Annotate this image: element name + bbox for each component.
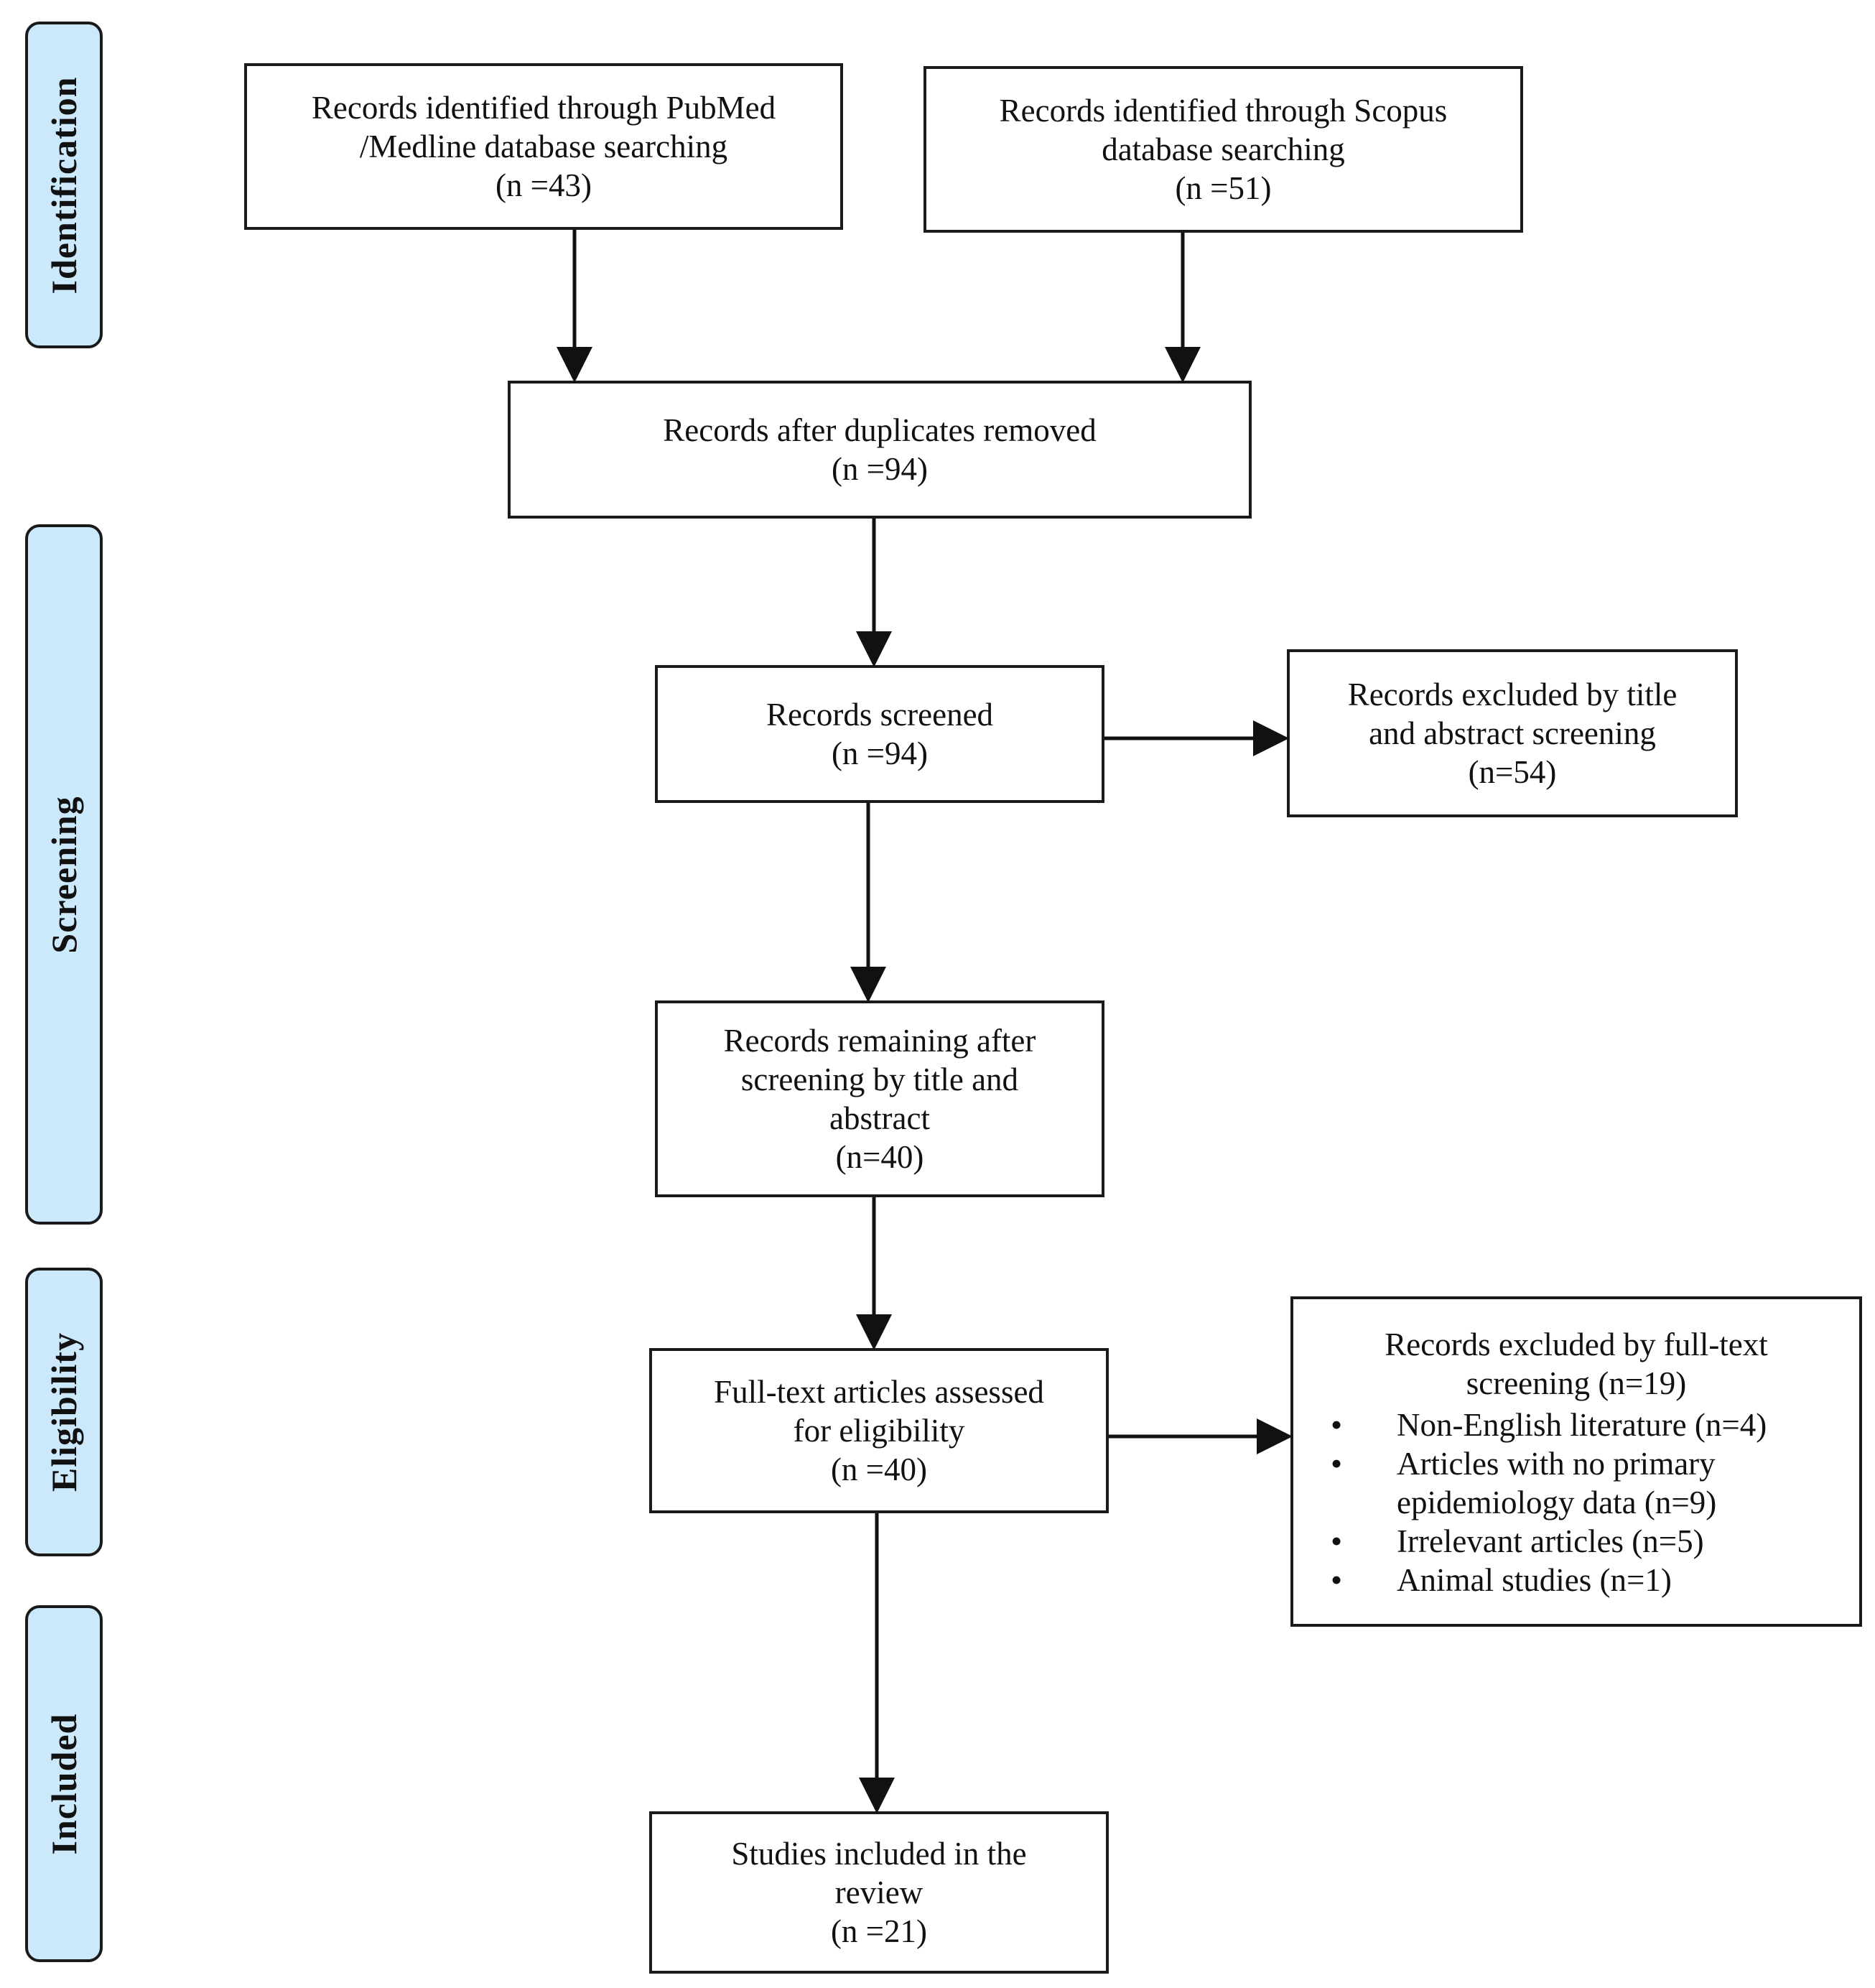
phase-identification: Identification: [25, 22, 103, 348]
phase-screening: Screening: [25, 524, 103, 1225]
duplicates-count: (n =94): [831, 451, 929, 487]
exclusion-reason-text: Animal studies (n=1): [1397, 1562, 1672, 1598]
screened-line1: Records screened: [766, 697, 994, 733]
pubmed-records-box: Records identified through PubMed /Medli…: [244, 63, 843, 230]
remaining-count: (n=40): [835, 1139, 924, 1175]
exclusion-reason-item: Non-English literature (n=4): [1311, 1406, 1842, 1444]
pubmed-line2: /Medline database searching: [359, 129, 728, 164]
exclusion-reason-text: Irrelevant articles (n=5): [1397, 1523, 1704, 1559]
excluded-title-line1: Records excluded by title: [1347, 677, 1678, 712]
studies-included-box: Studies included in the review (n =21): [649, 1811, 1109, 1974]
included-line2: review: [834, 1875, 923, 1910]
fulltext-line1: Full-text articles assessed: [714, 1374, 1044, 1410]
exclusion-reason-text: Non-English literature (n=4): [1397, 1407, 1767, 1443]
records-remaining-box: Records remaining after screening by tit…: [655, 1000, 1104, 1197]
exclusion-reason-item: Animal studies (n=1): [1311, 1561, 1842, 1599]
exclusion-reasons-list: Non-English literature (n=4) Articles wi…: [1311, 1406, 1842, 1599]
fulltext-assessed-box: Full-text articles assessed for eligibil…: [649, 1348, 1109, 1513]
remaining-line2: screening by title and: [740, 1062, 1019, 1097]
exclusion-reason-item: Articles with no primary epidemiology da…: [1311, 1444, 1842, 1522]
remaining-line3: abstract: [829, 1100, 930, 1136]
scopus-count: (n =51): [1175, 170, 1272, 206]
fulltext-count: (n =40): [830, 1451, 928, 1487]
excluded-title-line2: and abstract screening: [1369, 715, 1656, 751]
screened-count: (n =94): [831, 735, 929, 771]
excluded-title-count: (n=54): [1468, 754, 1557, 790]
excluded-title-abstract-box: Records excluded by title and abstract s…: [1287, 649, 1738, 817]
exclusion-reason-text: Articles with no primary: [1397, 1446, 1716, 1482]
duplicates-removed-box: Records after duplicates removed (n =94): [508, 381, 1252, 519]
exclusion-reason-item: Irrelevant articles (n=5): [1311, 1522, 1842, 1561]
pubmed-count: (n =43): [495, 167, 592, 203]
records-screened-box: Records screened (n =94): [655, 665, 1104, 803]
exclusion-reason-text: epidemiology data (n=9): [1397, 1485, 1717, 1520]
phase-included: Included: [25, 1605, 103, 1962]
scopus-records-box: Records identified through Scopus databa…: [923, 66, 1523, 233]
included-count: (n =21): [830, 1913, 928, 1949]
fulltext-line2: for eligibility: [793, 1413, 965, 1449]
excluded-fulltext-line1: Records excluded by full-text: [1385, 1327, 1768, 1362]
phase-eligibility: Eligibility: [25, 1268, 103, 1556]
excluded-fulltext-box: Records excluded by full-text screening …: [1290, 1296, 1862, 1627]
duplicates-line1: Records after duplicates removed: [663, 412, 1097, 448]
scopus-line1: Records identified through Scopus: [999, 93, 1448, 129]
remaining-line1: Records remaining after: [723, 1023, 1036, 1059]
scopus-line2: database searching: [1102, 131, 1345, 167]
included-line1: Studies included in the: [731, 1836, 1027, 1872]
pubmed-line1: Records identified through PubMed: [311, 90, 776, 126]
excluded-fulltext-line2: screening (n=19): [1466, 1365, 1687, 1401]
